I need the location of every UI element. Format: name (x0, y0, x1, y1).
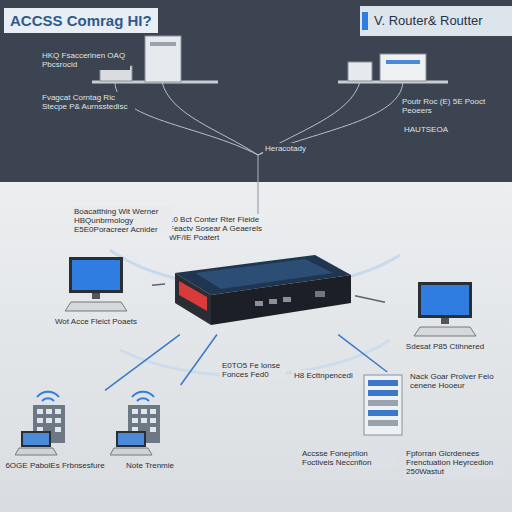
note-label: Accsse Foneprlion Foctiveis Neccnfion (300, 448, 396, 468)
swoosh (110, 250, 400, 288)
header-accent (362, 12, 368, 30)
note-label: Poutr Roc (E) 5E Pooct Peoeers (400, 96, 490, 116)
device-slot (386, 60, 420, 64)
cable (257, 155, 258, 214)
node-label: Wot Acce Fleict Poaets (40, 317, 152, 326)
router-icon (165, 245, 355, 335)
note-label: E0TO5 Fe lonse Fonces Fed0 (220, 360, 286, 380)
building-icon (110, 385, 190, 461)
node-text-group: Note Trenmie (110, 461, 190, 470)
server-icon (360, 372, 406, 438)
computer-node: Sdesat P85 Ctihnered (385, 280, 505, 351)
cable (115, 82, 258, 155)
note-label: Fpforran Gicrdenees Frenctuation Heyrced… (404, 448, 504, 478)
building-icon (15, 385, 95, 457)
header-text: V. Router& Routter (372, 13, 485, 30)
router-icon (165, 245, 355, 331)
node-text-group: Nack Goar Prolver Feio cenene Hooeur (410, 372, 506, 390)
note-label: Fvagcat Corntag Ric Stecpe P& Aurnsstedi… (40, 92, 135, 112)
node-label: 10 Bct Conter Rter Fleide Feactv Sosear … (169, 215, 265, 243)
device-box (348, 62, 372, 81)
node-text-group: 6OGE PabolEs Frbnsesfure (5, 461, 105, 470)
server-icon (360, 372, 406, 442)
building-node: 6OGE PabolEs Frbnsesfure (5, 385, 105, 470)
computer-node: Wot Acce Fleict Poaets (40, 255, 152, 326)
building-icon (110, 385, 190, 457)
network-cable (355, 296, 385, 303)
tower-device (145, 36, 181, 82)
note-label: HKQ Fsaccerinen OAQ Pbcsrocid (40, 50, 130, 70)
top-band (0, 0, 512, 182)
note-label: Boacatthing Wit Werner HBQunbrmology E5E… (72, 206, 172, 236)
node-label: Sdesat P85 Ctihnered (385, 342, 505, 351)
printer-device (380, 54, 426, 81)
node-label: Note Trenmie (110, 461, 190, 470)
network-cable (338, 335, 387, 372)
node-text-group: 10 Bct Conter Rter Fleide Feactv Sosear … (165, 215, 355, 243)
building-icon (15, 385, 95, 461)
node-label: Nack Goar Prolver Feio cenene Hooeur (410, 372, 506, 390)
device-slot (150, 42, 176, 46)
cable (258, 82, 403, 155)
router-node: 10 Bct Conter Rter Fleide Feactv Sosear … (165, 215, 355, 335)
network-cable (105, 335, 180, 391)
network-cable (152, 284, 165, 285)
header-panel (360, 6, 512, 36)
note-label: H8 Ecttnpencedi (292, 370, 355, 381)
cable (162, 82, 258, 155)
note-label: HAUTSEOA (402, 124, 450, 135)
monitor-icon (410, 280, 480, 342)
lower-ground (0, 182, 512, 512)
network-cable (181, 335, 217, 385)
monitor-icon (61, 255, 131, 313)
monitor-icon (61, 255, 131, 317)
node-text-group: Wot Acce Fleict Poaets (40, 317, 152, 326)
server-node: Nack Goar Prolver Feio cenene Hooeur (360, 372, 506, 442)
building-node: Note Trenmie (110, 385, 190, 470)
node-text-group: Sdesat P85 Ctihnered (385, 342, 505, 351)
cable (258, 82, 360, 155)
note-label: Heracotady (263, 143, 308, 154)
node-label: 6OGE PabolEs Frbnsesfure (5, 461, 105, 470)
monitor-icon (410, 280, 480, 338)
diagram-title: ACCSS Comrag HI? (4, 8, 158, 33)
